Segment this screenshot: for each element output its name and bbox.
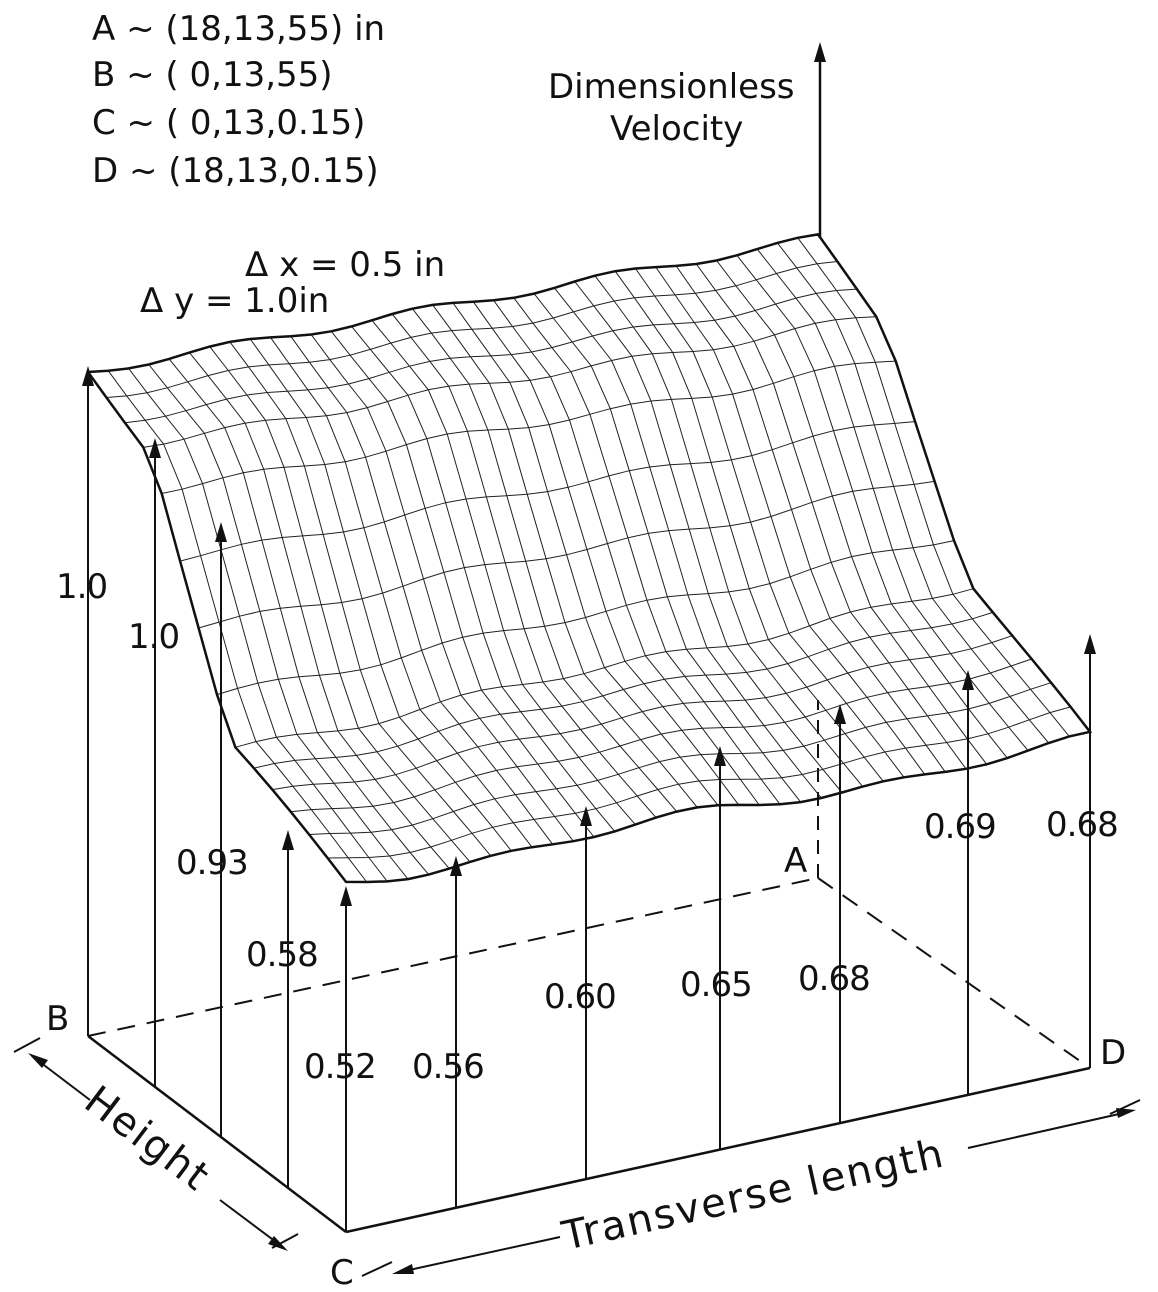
corner-a-label: A bbox=[784, 841, 807, 881]
mesh-line bbox=[533, 293, 802, 803]
mesh-line bbox=[310, 334, 574, 842]
dx-spacing-label: Δ x = 0.5 in bbox=[245, 245, 445, 285]
value-label: 0.52 bbox=[304, 1047, 376, 1087]
value-label: 1.0 bbox=[56, 567, 107, 607]
base-visible-edges bbox=[87, 1035, 1091, 1234]
value-label: 0.68 bbox=[798, 959, 870, 999]
legend-c: C ~ ( 0,13,0.15) bbox=[92, 103, 365, 143]
value-label: 0.69 bbox=[924, 807, 996, 847]
mesh-line bbox=[777, 242, 1050, 744]
corner-c-label: C bbox=[330, 1253, 354, 1292]
mesh-line bbox=[817, 234, 1091, 733]
mesh-line bbox=[736, 254, 1008, 759]
mesh-line bbox=[391, 313, 657, 818]
mesh-line bbox=[412, 308, 678, 812]
vertical-axis-arrow bbox=[814, 42, 826, 238]
height-edge-arrows bbox=[82, 366, 294, 1188]
mesh-line bbox=[249, 338, 512, 852]
velocity-surface-mesh bbox=[87, 233, 1091, 883]
mesh-line bbox=[209, 346, 471, 863]
corner-b-label: B bbox=[46, 999, 69, 1039]
mesh-line bbox=[452, 302, 719, 806]
mesh-line bbox=[574, 281, 843, 793]
mesh-line bbox=[655, 266, 926, 775]
corner-d-label: D bbox=[1100, 1033, 1126, 1073]
mesh-line bbox=[513, 297, 781, 805]
corner-coordinates-legend: A ~ (18,13,55) in B ~ ( 0,13,55) C ~ ( 0… bbox=[92, 9, 385, 191]
value-label: 1.0 bbox=[128, 617, 179, 657]
mesh-line bbox=[229, 341, 492, 857]
vertical-axis-title-line2: Velocity bbox=[610, 109, 743, 149]
mesh-line bbox=[472, 301, 740, 806]
mesh-line bbox=[270, 337, 533, 848]
value-label: 0.93 bbox=[176, 843, 248, 883]
transverse-dimension: Transverse length bbox=[361, 1099, 1141, 1277]
mesh-line bbox=[675, 265, 946, 773]
mesh-line bbox=[351, 326, 616, 832]
mesh-line bbox=[189, 352, 450, 869]
value-label: 0.60 bbox=[544, 977, 616, 1017]
mesh-line bbox=[148, 364, 409, 880]
mesh-line bbox=[371, 319, 636, 825]
front-edge-arrows bbox=[340, 634, 1096, 1232]
legend-d: D ~ (18,13,0.15) bbox=[92, 151, 379, 191]
mesh-line bbox=[330, 330, 595, 838]
mesh-line bbox=[107, 370, 368, 883]
value-label: 0.56 bbox=[412, 1047, 484, 1087]
mesh-line bbox=[554, 287, 822, 799]
mesh-line bbox=[128, 368, 388, 882]
mesh-line bbox=[493, 300, 760, 806]
base-hidden-edges bbox=[87, 700, 1091, 1069]
vertical-axis-title-line1: Dimensionless bbox=[548, 67, 795, 107]
mesh-line bbox=[432, 304, 698, 808]
value-label: 0.65 bbox=[680, 965, 752, 1005]
mesh-line bbox=[168, 358, 430, 875]
mesh-line bbox=[87, 371, 347, 883]
mesh-line bbox=[614, 270, 884, 782]
mesh-line bbox=[635, 268, 905, 778]
mesh-line bbox=[695, 263, 967, 770]
legend-a: A ~ (18,13,55) in bbox=[92, 9, 385, 49]
mesh-line bbox=[594, 275, 864, 787]
mesh-line bbox=[797, 237, 1070, 737]
mesh-line bbox=[290, 336, 554, 845]
height-axis-label: Height bbox=[76, 1077, 219, 1201]
dy-spacing-label: Δ y = 1.0in bbox=[140, 281, 329, 321]
value-label: 0.68 bbox=[1046, 805, 1118, 845]
transverse-axis-label: Transverse length bbox=[557, 1130, 949, 1260]
mesh-line bbox=[716, 260, 988, 765]
legend-b: B ~ ( 0,13,55) bbox=[92, 55, 333, 95]
value-label: 0.58 bbox=[246, 935, 318, 975]
mesh-line bbox=[756, 248, 1029, 751]
